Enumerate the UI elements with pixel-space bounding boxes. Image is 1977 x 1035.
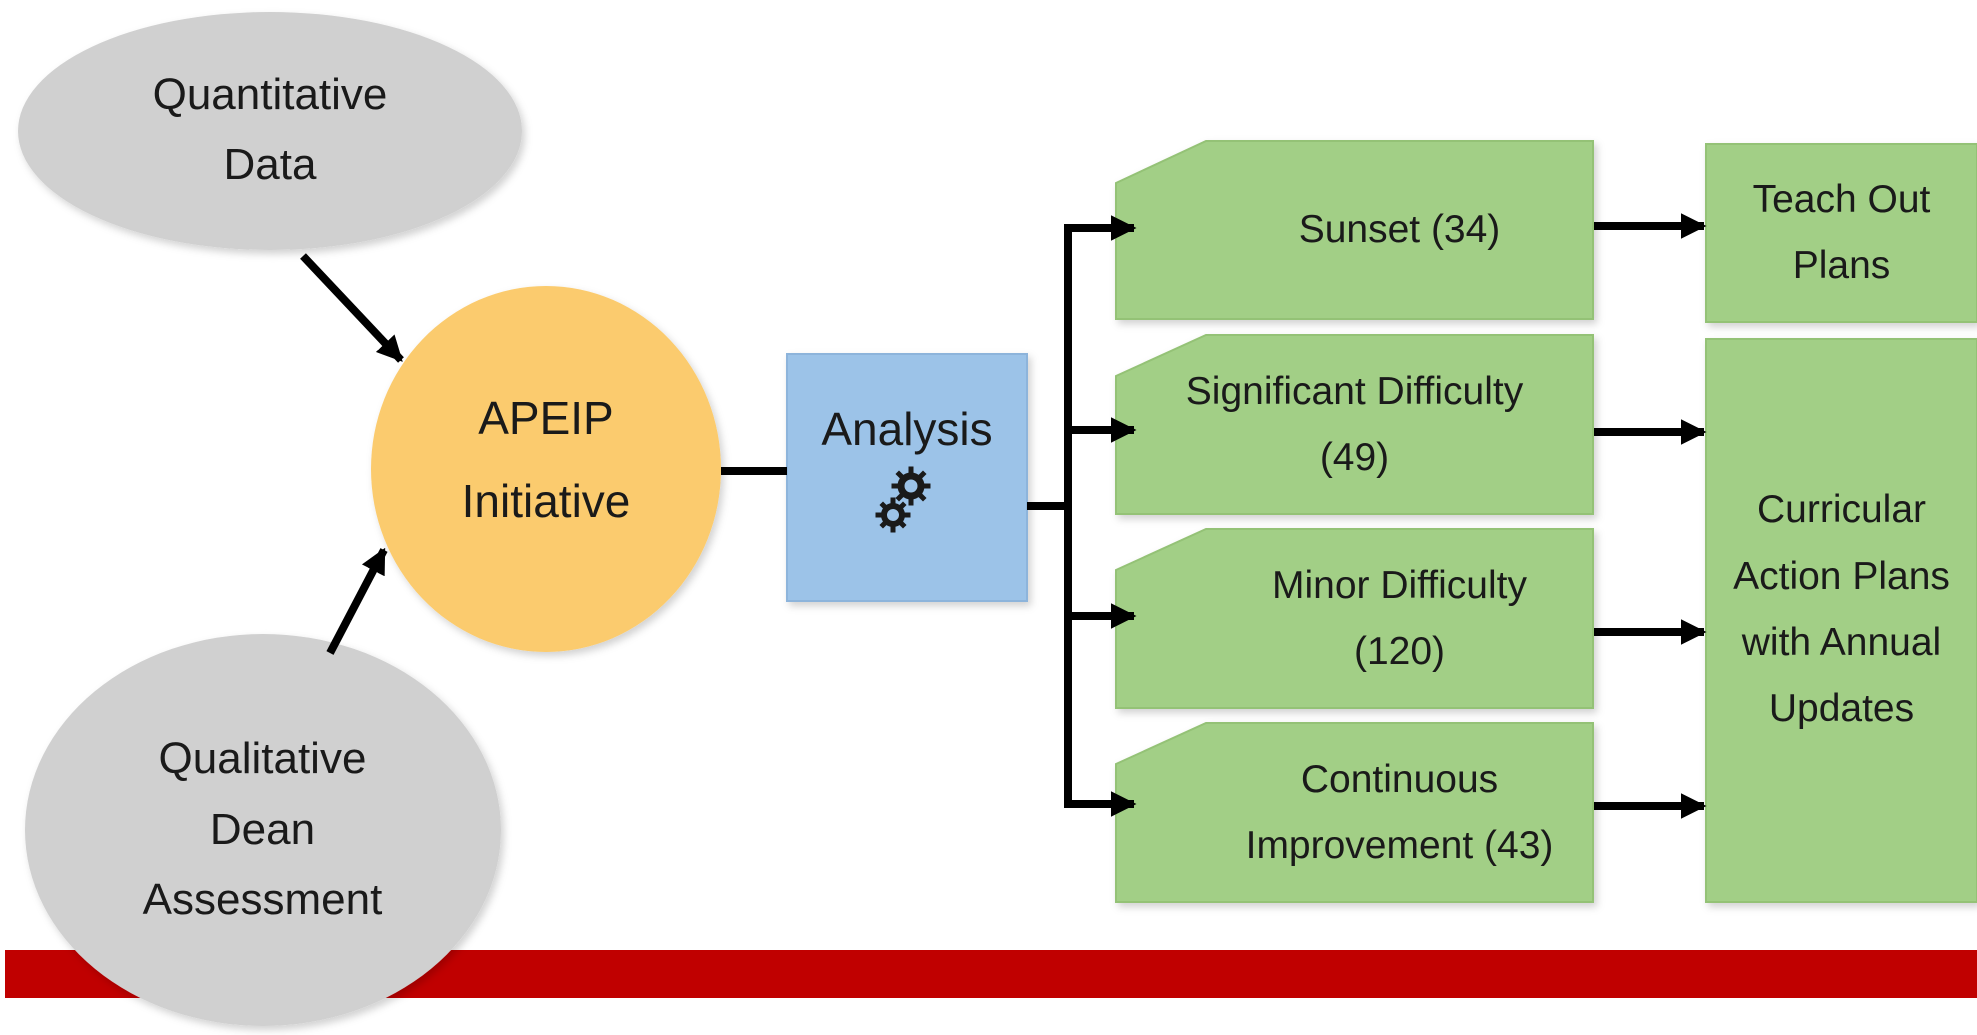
minor-line-2: (120): [1353, 630, 1446, 673]
quantitative-line-1: Quantitative: [152, 69, 388, 119]
initiative-line-1: APEIP: [478, 392, 614, 445]
quantitative-data-label: Quantitative Data: [40, 40, 500, 220]
initiative-line-2: Initiative: [461, 475, 631, 527]
analysis-label: Analysis: [787, 395, 1027, 465]
category-box-minor: [1115, 528, 1594, 709]
qualitative-line-1: Qualitative: [158, 734, 367, 784]
teach-out-label: Teach Out Plans: [1706, 144, 1977, 322]
apeip-initiative-node: [371, 286, 721, 652]
category-box-significant: [1115, 334, 1594, 515]
curricular-line-4: Updates: [1768, 687, 1915, 731]
analysis-label-text: Analysis: [821, 403, 993, 456]
arrow-qualitative-to-initiative: [326, 547, 388, 655]
gears-icon: [875, 466, 931, 533]
teach-out-line-1: Teach Out: [1752, 177, 1931, 221]
category-label-minor: Minor Difficulty (120): [1206, 539, 1593, 699]
quantitative-line-2: Data: [223, 140, 317, 189]
curricular-line-2: Action Plans: [1733, 554, 1950, 598]
category-label-significant: Significant Difficulty (49): [1116, 345, 1593, 505]
category-box-continuous: [1115, 722, 1594, 903]
qualitative-assessment-node: [25, 634, 501, 1026]
category-label-continuous: Continuous Improvement (43): [1206, 733, 1593, 893]
arrow-quantitative-to-initiative: [300, 253, 404, 363]
apeip-initiative-label: APEIP Initiative: [386, 370, 706, 550]
qualitative-line-2: Dean: [209, 804, 316, 854]
quantitative-data-node: [18, 12, 522, 250]
category-label-sunset: Sunset (34): [1206, 141, 1593, 319]
teach-out-line-2: Plans: [1792, 244, 1891, 287]
qualitative-assessment-label: Qualitative Dean Assessment: [40, 710, 485, 950]
curricular-line-3: with Annual: [1741, 621, 1942, 664]
continuous-line-1: Continuous: [1300, 757, 1499, 801]
significant-line-1: Significant Difficulty: [1185, 369, 1524, 413]
category-box-sunset: [1115, 140, 1594, 320]
curricular-line-1: Curricular: [1756, 488, 1927, 532]
minor-line-1: Minor Difficulty: [1271, 563, 1527, 607]
curricular-label: Curricular Action Plans with Annual Upda…: [1706, 470, 1977, 750]
outcome-box-curricular: [1705, 338, 1977, 903]
sunset-line-1: Sunset (34): [1298, 207, 1501, 251]
continuous-line-2: Improvement (43): [1245, 824, 1554, 867]
significant-line-2: (49): [1319, 436, 1390, 479]
qualitative-line-3: Assessment: [142, 875, 383, 925]
